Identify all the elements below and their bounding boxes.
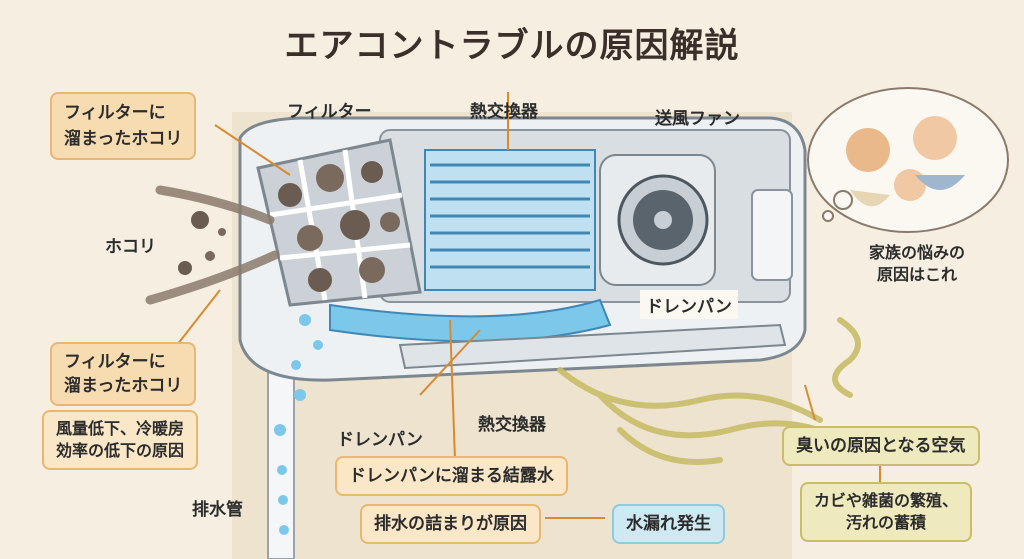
note-line: 原因はこれ bbox=[876, 265, 957, 284]
callout-line: 風量低下、冷暖房 bbox=[56, 419, 185, 438]
note-line: 家族の悩みの bbox=[868, 243, 965, 262]
blower-fan-label: 送風ファン bbox=[655, 109, 740, 129]
water-leak-callout: 水漏れ発生 bbox=[612, 504, 725, 544]
drain-pan-bottom-label: ドレンパン bbox=[337, 430, 423, 450]
drain-pan bbox=[329, 298, 612, 343]
drain-pipe bbox=[267, 299, 321, 559]
callout-line: 溜まったホコリ bbox=[64, 376, 183, 396]
leader-lines bbox=[169, 92, 881, 519]
dust-particles bbox=[178, 211, 226, 275]
drain-pipe-label: 排水管 bbox=[192, 500, 243, 520]
filter bbox=[256, 138, 422, 307]
page-title: エアコントラブルの原因解説 bbox=[284, 26, 740, 66]
drain-clog-callout: 排水の詰まりが原因 bbox=[360, 504, 541, 544]
blower-fan bbox=[599, 154, 716, 286]
heat-exchanger-top-label: 熱交換器 bbox=[470, 102, 538, 122]
drain-pan-right-label: ドレンパン bbox=[640, 290, 738, 319]
heat-exchanger bbox=[424, 149, 596, 291]
mold-callout: カビや雑菌の繁殖、 汚れの蓄積 bbox=[800, 482, 973, 542]
incoming-air bbox=[145, 185, 280, 305]
filter-label: フィルター bbox=[287, 102, 372, 122]
callout-line: 汚れの蓄積 bbox=[846, 513, 927, 532]
callout-line: フィルターに bbox=[64, 103, 166, 123]
filter-dust-callout-2: フィルターに 溜まったホコリ bbox=[50, 342, 197, 406]
callout-line: 効率の低下の原因 bbox=[56, 441, 185, 460]
condensation-callout: ドレンパンに溜まる結露水 bbox=[335, 456, 568, 496]
odor-callout: 臭いの原因となる空気 bbox=[782, 426, 980, 466]
dust-label: ホコリ bbox=[105, 237, 156, 257]
family-trouble-note: 家族の悩みの 原因はこれ bbox=[852, 242, 982, 286]
thought-bubble bbox=[807, 87, 1009, 233]
callout-line: カビや雑菌の繁殖、 bbox=[814, 491, 959, 510]
callout-line: 溜まったホコリ bbox=[64, 129, 183, 149]
callout-line: フィルターに bbox=[64, 352, 166, 372]
water-drips bbox=[274, 314, 323, 535]
heat-exchanger-bottom-label: 熱交換器 bbox=[478, 415, 546, 435]
airflow-drop-callout: 風量低下、冷暖房 効率の低下の原因 bbox=[42, 410, 199, 470]
filter-dust-callout: フィルターに 溜まったホコリ bbox=[50, 92, 197, 160]
